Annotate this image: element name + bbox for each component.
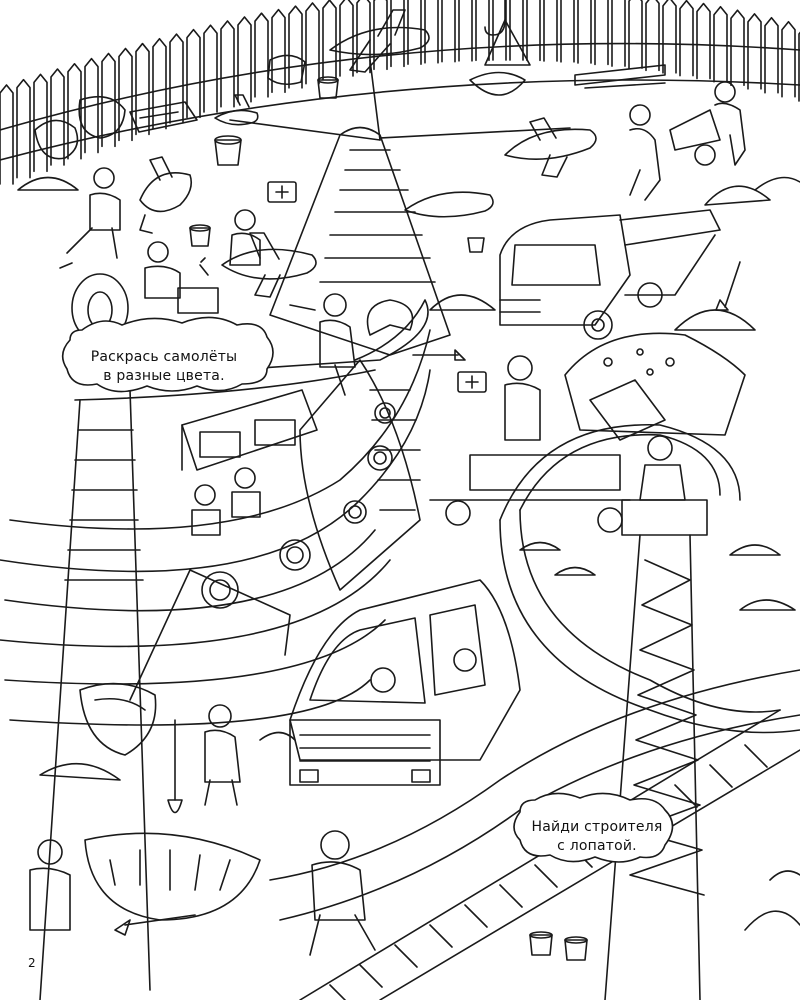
pit xyxy=(85,833,260,920)
sand-bags xyxy=(35,55,305,158)
crane-hook xyxy=(470,0,530,95)
fence-picket xyxy=(119,48,132,140)
tools xyxy=(60,258,740,935)
plane-center-right xyxy=(405,192,493,217)
fence-picket xyxy=(340,0,353,76)
dump-truck-body xyxy=(430,333,745,532)
truck-top-right xyxy=(500,210,720,339)
planks xyxy=(575,65,665,88)
fence-picket xyxy=(357,0,370,73)
fence-picket xyxy=(646,0,659,70)
fence-picket xyxy=(476,0,489,60)
fence-rail-lower xyxy=(0,80,800,160)
fence-picket xyxy=(663,0,676,73)
fence-picket xyxy=(765,18,778,93)
caption-planes-line-1: Раскрась самолёты xyxy=(90,349,238,365)
fence-picket xyxy=(17,80,30,178)
fence-picket xyxy=(714,7,727,82)
worker-bottom-left xyxy=(30,840,70,930)
fence-picket xyxy=(170,34,183,123)
ship-hull xyxy=(0,128,450,726)
fence-picket xyxy=(544,0,557,61)
buckets-bottom xyxy=(530,932,587,960)
fence-picket xyxy=(510,0,523,60)
fence-picket xyxy=(136,44,149,135)
fence-picket xyxy=(85,59,98,153)
fence-picket xyxy=(34,74,47,171)
fence-picket xyxy=(374,0,387,69)
fence-picket xyxy=(442,0,455,62)
worker-sitting-top xyxy=(230,210,260,265)
fence-picket xyxy=(799,26,800,101)
worker-on-hull xyxy=(320,294,355,395)
worker-wheelbarrow xyxy=(630,82,745,200)
fence-picket xyxy=(629,0,642,68)
fence-picket xyxy=(459,0,472,61)
fence-picket xyxy=(187,30,200,118)
crane-tower xyxy=(605,535,704,1000)
fence-picket xyxy=(289,6,302,88)
fence-picket xyxy=(697,4,710,79)
page-number: 2 xyxy=(28,956,36,970)
portholes xyxy=(202,403,395,608)
fence-picket xyxy=(425,0,438,63)
worker-middle-right xyxy=(505,356,540,440)
fence-picket xyxy=(782,22,795,97)
striped-tower xyxy=(40,390,150,1000)
plane-left xyxy=(140,157,191,233)
fence-picket xyxy=(323,0,336,80)
curved-rails xyxy=(500,425,800,733)
fence-picket xyxy=(102,54,115,147)
crane-boom-arm xyxy=(230,60,570,140)
buckets-top xyxy=(190,77,484,252)
ship-cabin xyxy=(182,390,317,470)
fence-picket xyxy=(731,10,744,85)
truck-center xyxy=(290,580,520,785)
sand-piles-bottom xyxy=(40,733,800,931)
fence-picket xyxy=(272,10,285,93)
fence-picket xyxy=(204,25,217,112)
caption-builder-line-1: Найди строителя xyxy=(531,819,663,835)
workers-on-ship xyxy=(192,468,260,535)
fence-picket xyxy=(527,0,540,60)
caption-planes: Раскрась самолёты в разные цвета. xyxy=(64,348,264,386)
fence-picket xyxy=(493,0,506,60)
fence-picket xyxy=(408,0,421,64)
fence-picket xyxy=(51,69,64,165)
plane-small xyxy=(215,95,258,125)
fence-picket xyxy=(680,1,693,76)
fence-picket xyxy=(578,0,591,63)
fence-picket xyxy=(221,21,234,107)
plane-center xyxy=(222,233,316,297)
caption-builder: Найди строителя с лопатой. xyxy=(512,818,682,856)
fence-picket xyxy=(595,0,608,64)
fence-picket xyxy=(0,85,13,184)
worker-hoist xyxy=(622,436,707,535)
plane-top-center xyxy=(330,10,429,72)
fence-picket xyxy=(391,0,404,66)
excavator xyxy=(80,570,290,755)
fence-picket xyxy=(153,39,166,129)
caption-bubble-planes xyxy=(63,317,273,391)
fence-picket xyxy=(306,3,319,84)
worker-helmet-left xyxy=(145,242,218,313)
fence-picket xyxy=(255,13,268,97)
worker-shovel xyxy=(168,705,240,813)
worker-bottom-center xyxy=(310,831,375,955)
fence-picket xyxy=(68,64,81,159)
fence-picket xyxy=(612,0,625,66)
fence-picket xyxy=(561,0,574,62)
first-aid-kit-top xyxy=(268,182,296,202)
fence-picket xyxy=(238,17,251,102)
worker-top-left xyxy=(67,168,120,258)
caption-planes-line-2: в разные цвета. xyxy=(103,368,225,384)
caption-bubble-builder xyxy=(514,793,673,862)
caption-builder-line-2: с лопатой. xyxy=(557,838,637,854)
first-aid-kit-middle xyxy=(458,372,486,392)
fence-rail xyxy=(0,44,800,130)
plane-right xyxy=(505,118,596,177)
fence-picket xyxy=(748,14,761,89)
